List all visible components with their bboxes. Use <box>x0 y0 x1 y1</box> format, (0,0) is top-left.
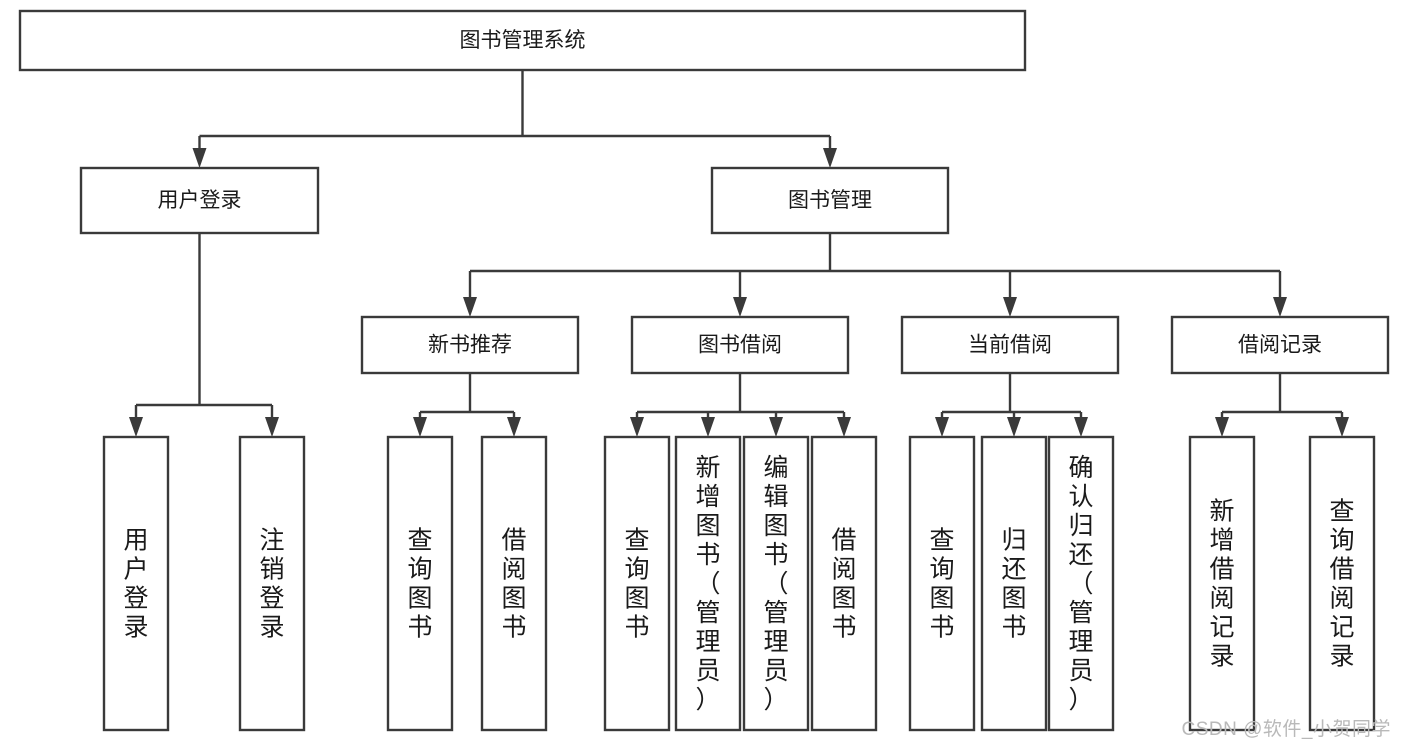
node-root-图书管理系统-rect[interactable] <box>18 9 1027 72</box>
node-leaf-1[interactable]: 注销登录 <box>238 435 306 732</box>
node-l3-1-rect[interactable] <box>630 315 850 375</box>
node-l3-1[interactable]: 图书借阅 <box>630 315 850 375</box>
arrow-head-icon <box>837 417 851 437</box>
node-leaf-12-label: 查询借阅记录 <box>1329 498 1354 671</box>
boxes-layer: 图书管理系统用户登录图书管理新书推荐图书借阅当前借阅借阅记录用户登录注销登录查询… <box>18 9 1390 732</box>
node-l3-0-rect[interactable] <box>360 315 580 375</box>
node-leaf-12-rect[interactable] <box>1308 435 1376 732</box>
watermark-label: CSDN @软件_小贺同学 <box>1181 719 1391 740</box>
arrow-head-icon <box>935 417 949 437</box>
node-leaf-2-rect[interactable] <box>386 435 454 732</box>
node-leaf-11-rect[interactable] <box>1188 435 1256 732</box>
node-l3-0[interactable]: 新书推荐 <box>360 315 580 375</box>
node-leaf-7[interactable]: 借阅图书 <box>810 435 878 732</box>
node-leaf-8-rect[interactable] <box>908 435 976 732</box>
arrow-head-icon <box>1273 297 1287 317</box>
node-l2-0-rect[interactable] <box>79 166 320 235</box>
node-l2-1[interactable]: 图书管理 <box>710 166 950 235</box>
node-l2-0-label: 用户登录 <box>158 189 242 212</box>
connectors-layer <box>129 70 1349 437</box>
node-leaf-11-label: 新增借阅记录 <box>1209 498 1234 671</box>
node-l3-3[interactable]: 借阅记录 <box>1170 315 1390 375</box>
node-l2-0[interactable]: 用户登录 <box>79 166 320 235</box>
node-leaf-4-rect[interactable] <box>603 435 671 732</box>
node-l3-1-label: 图书借阅 <box>698 334 782 357</box>
arrow-head-icon <box>463 297 477 317</box>
node-root-图书管理系统-label: 图书管理系统 <box>460 29 586 52</box>
arrow-head-icon <box>507 417 521 437</box>
node-l3-2-rect[interactable] <box>900 315 1120 375</box>
arrow-head-icon <box>823 148 837 168</box>
node-leaf-11[interactable]: 新增借阅记录 <box>1188 435 1256 732</box>
node-l3-3-rect[interactable] <box>1170 315 1390 375</box>
node-leaf-0[interactable]: 用户登录 <box>102 435 170 732</box>
arrow-head-icon <box>769 417 783 437</box>
arrow-head-icon <box>1007 417 1021 437</box>
node-leaf-6-label: 编辑图书（管理员） <box>763 454 788 714</box>
node-l3-2-label: 当前借阅 <box>968 334 1052 357</box>
node-leaf-5-rect[interactable] <box>674 435 742 732</box>
node-leaf-5-label: 新增图书（管理员） <box>695 454 720 714</box>
node-leaf-0-label: 用户登录 <box>123 527 148 642</box>
node-leaf-3[interactable]: 借阅图书 <box>480 435 548 732</box>
arrow-head-icon <box>265 417 279 437</box>
node-leaf-7-rect[interactable] <box>810 435 878 732</box>
node-leaf-6-rect[interactable] <box>742 435 810 732</box>
arrow-head-icon <box>129 417 143 437</box>
node-leaf-10-rect[interactable] <box>1047 435 1115 732</box>
node-leaf-12[interactable]: 查询借阅记录 <box>1308 435 1376 732</box>
node-leaf-5[interactable]: 新增图书（管理员） <box>674 435 742 732</box>
node-l2-1-rect[interactable] <box>710 166 950 235</box>
node-leaf-2-label: 查询图书 <box>407 527 432 642</box>
node-l3-3-label: 借阅记录 <box>1238 334 1322 357</box>
node-l3-2[interactable]: 当前借阅 <box>900 315 1120 375</box>
arrow-head-icon <box>192 148 207 168</box>
node-leaf-9-rect[interactable] <box>980 435 1048 732</box>
node-leaf-4[interactable]: 查询图书 <box>603 435 671 732</box>
node-l2-1-label: 图书管理 <box>788 189 872 212</box>
node-leaf-8-label: 查询图书 <box>929 527 954 642</box>
node-leaf-0-rect[interactable] <box>102 435 170 732</box>
arrow-head-icon <box>1003 297 1017 317</box>
node-leaf-3-label: 借阅图书 <box>501 527 526 642</box>
node-leaf-9[interactable]: 归还图书 <box>980 435 1048 732</box>
node-leaf-1-label: 注销登录 <box>259 527 284 642</box>
arrow-head-icon <box>1335 417 1349 437</box>
arrow-head-icon <box>1215 417 1229 437</box>
node-leaf-7-label: 借阅图书 <box>831 527 856 642</box>
arrow-head-icon <box>630 417 644 437</box>
node-leaf-10[interactable]: 确认归还（管理员） <box>1047 435 1115 732</box>
node-leaf-9-label: 归还图书 <box>1001 527 1026 642</box>
node-leaf-6[interactable]: 编辑图书（管理员） <box>742 435 810 732</box>
node-leaf-2[interactable]: 查询图书 <box>386 435 454 732</box>
arrow-head-icon <box>701 417 715 437</box>
arrow-head-icon <box>733 297 747 317</box>
node-leaf-10-label: 确认归还（管理员） <box>1068 454 1093 714</box>
node-leaf-8[interactable]: 查询图书 <box>908 435 976 732</box>
node-l3-0-label: 新书推荐 <box>428 334 512 357</box>
node-leaf-3-rect[interactable] <box>480 435 548 732</box>
arrow-head-icon <box>1074 417 1088 437</box>
node-root-图书管理系统[interactable]: 图书管理系统 <box>18 9 1027 72</box>
arrow-head-icon <box>413 417 427 437</box>
node-leaf-4-label: 查询图书 <box>624 527 649 642</box>
node-leaf-1-rect[interactable] <box>238 435 306 732</box>
